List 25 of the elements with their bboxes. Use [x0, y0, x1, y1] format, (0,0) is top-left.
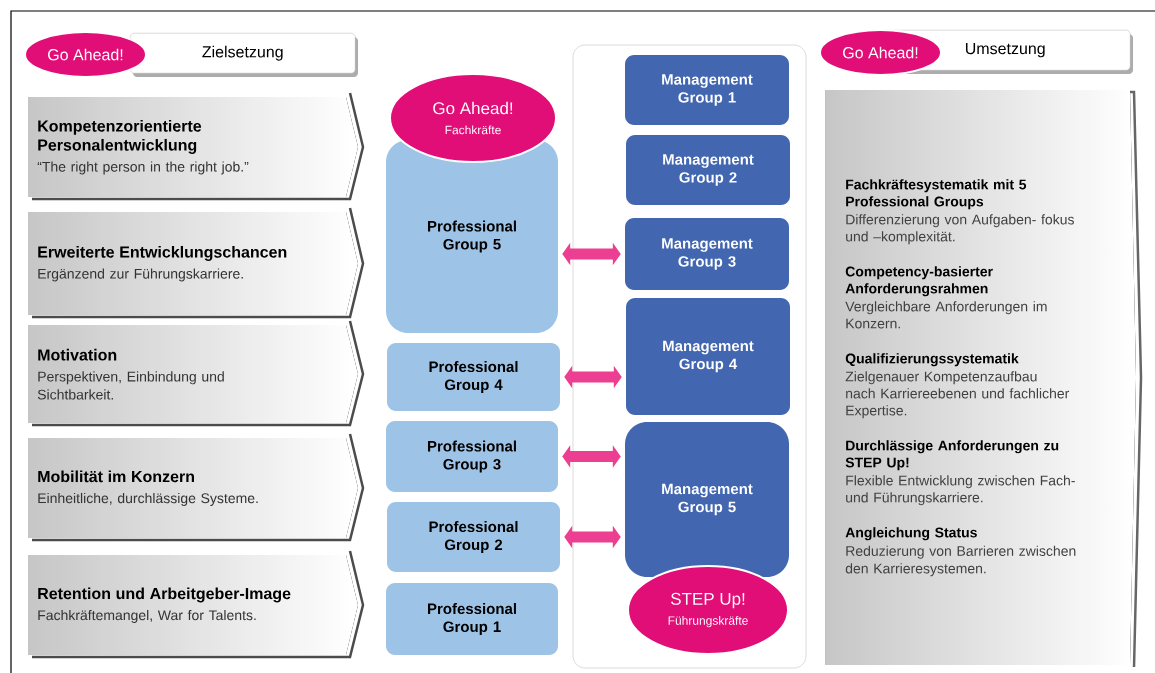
chevron-box: Erweiterte Entwicklungschancen Ergänzend zur Führungskarriere. [28, 207, 365, 319]
double-arrow [562, 445, 621, 468]
chevron-box: Mobilität im Konzern Einheitliche, durchlässige Systeme. [28, 433, 365, 542]
group-box: Professional Group 5 [386, 140, 558, 333]
group-box: Management Group 1 [625, 55, 789, 125]
group-box: Management Group 4 [626, 298, 790, 415]
group-box: Professional Group 1 [386, 583, 558, 655]
header-tab: Zielsetzung [130, 33, 358, 77]
double-arrow [564, 525, 621, 549]
group-box: Management Group 3 [625, 218, 789, 290]
chevron-box: Retention und Arbeitgeber-Image Fachkräftemangel, War for Talents. [28, 550, 365, 659]
group-box: Professional Group 3 [386, 421, 558, 492]
double-arrow [562, 242, 621, 266]
group-box: Management Group 5 [625, 422, 789, 577]
group-box: Management Group 2 [626, 135, 790, 205]
ellipse-badge: Go Ahead! [24, 31, 147, 78]
text-panel: Fachkräftesystematik mit 5 Professional Groups Differenzierung von Aufgaben- fokus und –komplexität. Competency-basierter Anforderungsrahmen Vergleichbare Anforderungen im Konzern. Qualifizierungssystematik Zielgenauer Kompetenzaufbau nach Karriereebenen und fachlicher Expertise. Durchlässige Anforderungen zu STEP Up! Flexible Entwicklung zwischen Fach- und Führungskarriere. Angleichung Status Reduzierung von Barrieren zwischen den Karrieresystemen. [825, 90, 1143, 668]
ellipse-badge: Go Ahead! Fachkräfte [389, 73, 557, 163]
chevron-box: Motivation Perspektiven, Einbindung und Sichtbarkeit. [28, 320, 365, 427]
chevron-box: Kompetenzorientierte Personalentwicklung “The right person in the right job.” [28, 92, 365, 201]
group-box: Professional Group 4 [387, 343, 560, 411]
ellipse-badge: Go Ahead! [819, 29, 942, 76]
group-box: Professional Group 2 [387, 502, 560, 572]
double-arrow [564, 365, 622, 389]
ellipse-badge: STEP Up! Führungskräfte [627, 565, 789, 655]
